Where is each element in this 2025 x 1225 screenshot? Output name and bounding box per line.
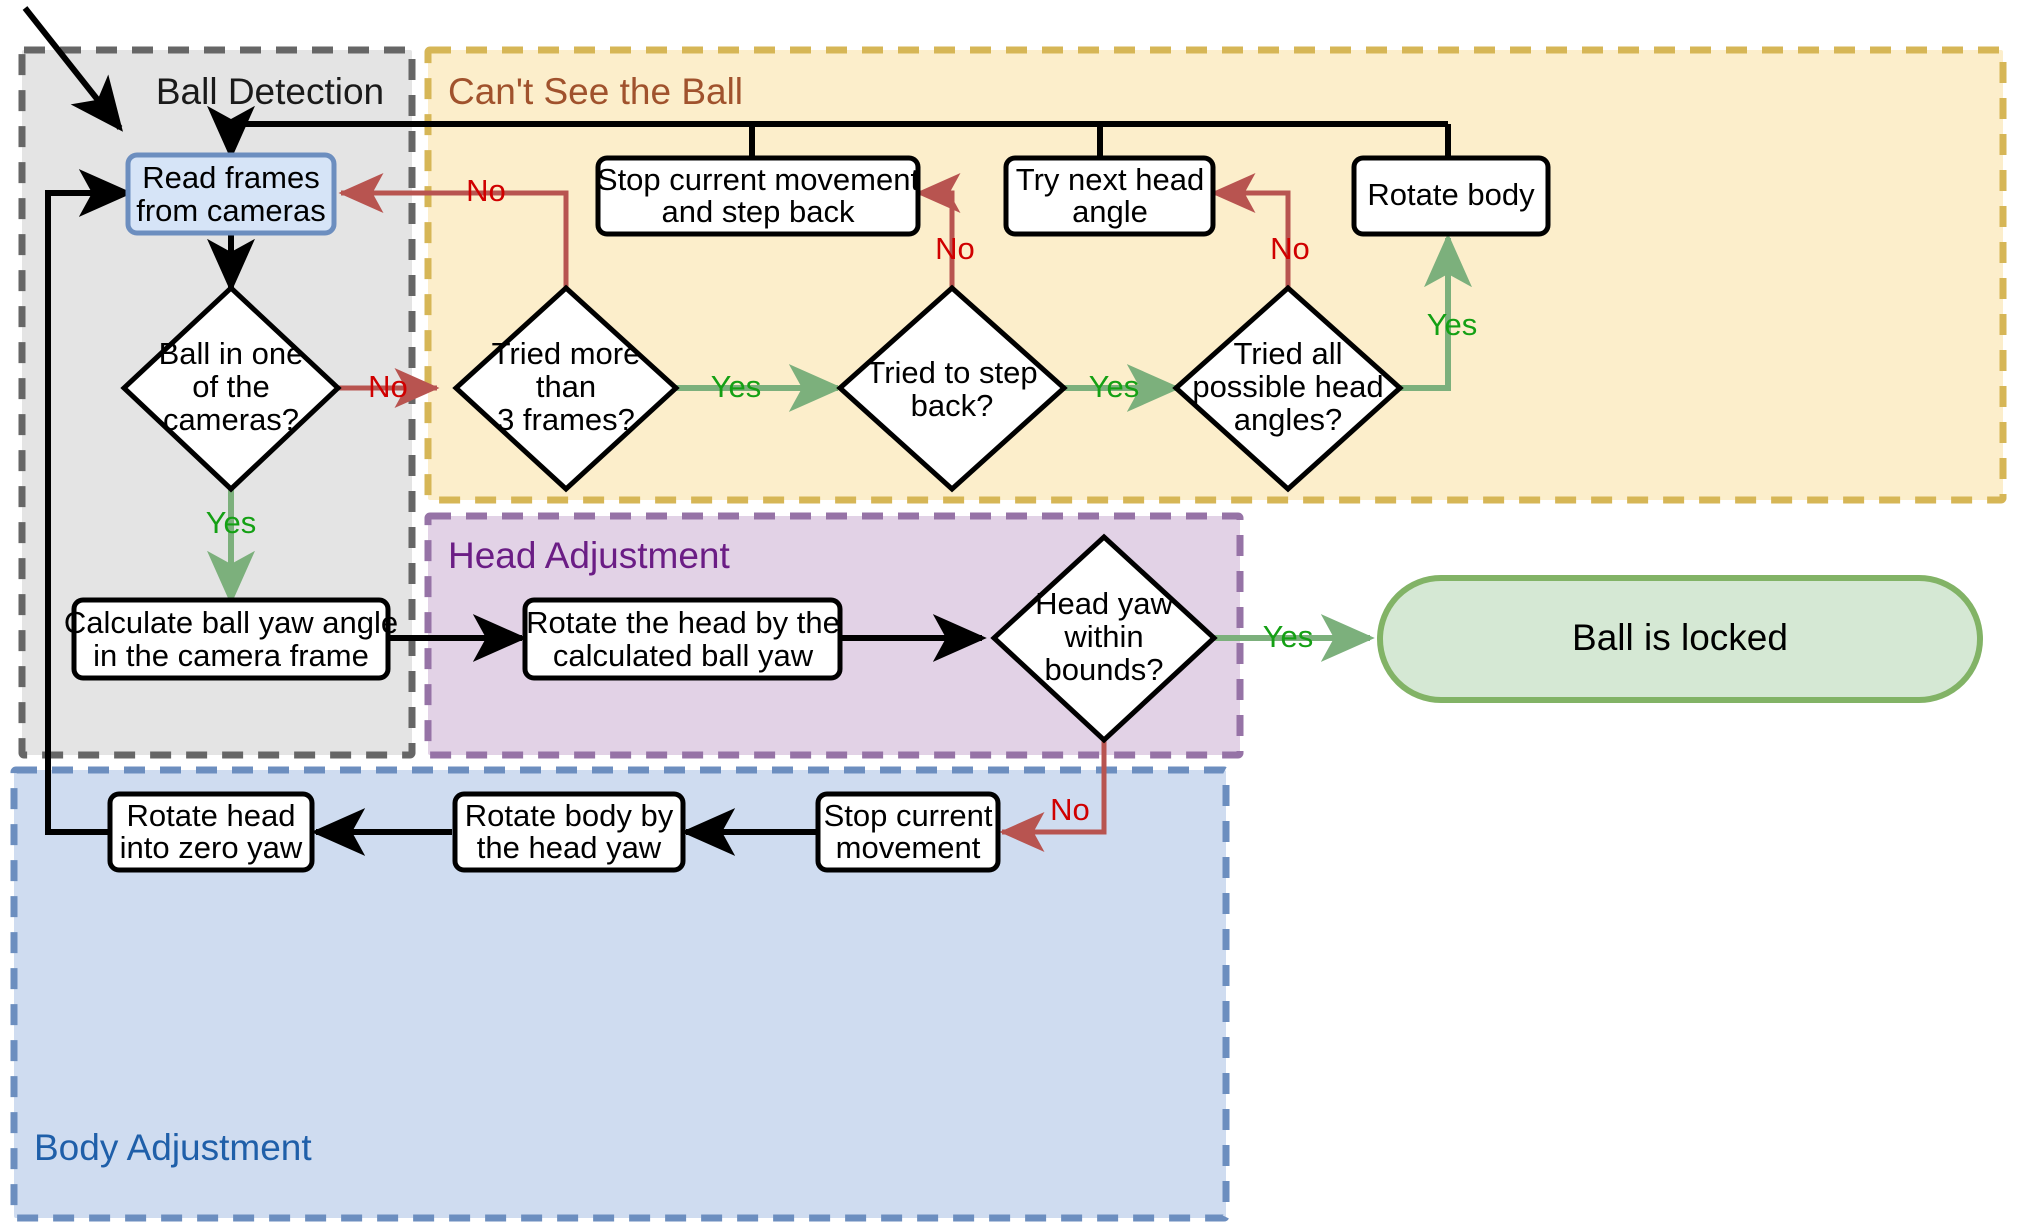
- node-label-tried-3-frames-line3: 3 frames?: [497, 402, 635, 437]
- node-stop-and-step-back[interactable]: Stop current movement and step back: [595, 155, 921, 237]
- node-label-rotate-head-zero-line1: Rotate head: [127, 798, 296, 833]
- node-label-tried-step-back-line2: back?: [911, 388, 994, 423]
- node-rotate-head-by-yaw[interactable]: Rotate the head by the calculated ball y…: [522, 597, 843, 681]
- node-label-calc-ball-yaw-line2: in the camera frame: [93, 638, 369, 673]
- node-label-rotate-head-zero-line2: into zero yaw: [120, 830, 303, 865]
- group-body-adjustment: Body Adjustment: [10, 766, 1230, 1222]
- group-label-body-adjustment: Body Adjustment: [34, 1127, 312, 1168]
- edge-tried-all-angles-no: [1210, 173, 1291, 288]
- node-label-ball-in-camera-line2: of the: [192, 369, 270, 404]
- edge-label-tried-3-frames-no: No: [466, 173, 506, 208]
- node-head-yaw-in-bounds[interactable]: Head yaw within bounds?: [990, 533, 1218, 744]
- node-shape-rotate-body: [1351, 155, 1551, 237]
- node-label-tried-all-angles-line1: Tried all: [1233, 336, 1342, 371]
- node-shape-calc-ball-yaw: [71, 597, 391, 681]
- node-label-tried-step-back-line1: Tried to step: [866, 355, 1037, 390]
- node-label-try-next-head-angle-line1: Try next head: [1016, 162, 1204, 197]
- node-shape-ball-in-camera: [120, 284, 342, 493]
- node-label-stop-and-step-back-line2: and step back: [661, 194, 855, 229]
- edge-label-ball-in-camera-yes: Yes: [206, 505, 257, 540]
- edge-label-ball-in-camera-no: No: [368, 369, 408, 404]
- node-shape-ball-is-locked: [1377, 575, 1983, 703]
- node-label-ball-is-locked: Ball is locked: [1572, 617, 1788, 658]
- node-rotate-head-zero[interactable]: Rotate head into zero yaw: [107, 791, 315, 873]
- edge-label-tried-3-frames-yes: Yes: [711, 369, 762, 404]
- node-label-head-yaw-in-bounds-line1: Head yaw: [1035, 586, 1173, 621]
- edge-tried-step-back-no: [915, 173, 961, 288]
- edge-label-tried-all-angles-yes: Yes: [1427, 307, 1478, 342]
- node-shape-rotate-head-by-yaw: [522, 597, 843, 681]
- node-rotate-body[interactable]: Rotate body: [1351, 155, 1551, 237]
- edge-tried-3-frames-no: [338, 173, 569, 288]
- node-tried-3-frames[interactable]: Tried more than 3 frames?: [452, 284, 680, 493]
- node-label-ball-in-camera-line1: Ball in one: [159, 336, 304, 371]
- node-stop-movement[interactable]: Stop current movement: [815, 791, 1001, 873]
- group-label-head-adjustment: Head Adjustment: [448, 535, 731, 576]
- node-label-rotate-head-by-yaw-line1: Rotate the head by the: [526, 605, 840, 640]
- group-cant-see-ball: Can't See the Ball: [424, 46, 2007, 504]
- node-label-tried-3-frames-line2: than: [536, 369, 596, 404]
- node-label-head-yaw-in-bounds-line3: bounds?: [1045, 652, 1164, 687]
- node-calc-ball-yaw[interactable]: Calculate ball yaw angle in the camera f…: [64, 597, 398, 681]
- node-tried-all-angles[interactable]: Tried all possible head angles?: [1172, 284, 1404, 493]
- edge-label-tried-all-angles-no: No: [1270, 231, 1310, 266]
- node-shape-try-next-head-angle: [1003, 155, 1216, 237]
- group-box-body-adjustment: [10, 766, 1230, 1222]
- node-label-try-next-head-angle-line2: angle: [1072, 194, 1148, 229]
- group-box-cant-see-ball: [424, 46, 2007, 504]
- edge-entry-arrow: [22, 6, 123, 132]
- edge-label-head-yaw-no: No: [1050, 792, 1090, 827]
- node-read-frames[interactable]: Read frames from cameras: [125, 152, 337, 236]
- node-label-tried-all-angles-line2: possible head: [1192, 369, 1383, 404]
- node-try-next-head-angle[interactable]: Try next head angle: [1003, 155, 1216, 237]
- edge-label-head-yaw-yes: Yes: [1263, 619, 1314, 654]
- node-rotate-body-by-yaw[interactable]: Rotate body by the head yaw: [452, 791, 686, 873]
- node-shape-tried-step-back: [836, 284, 1068, 493]
- node-label-tried-all-angles-line3: angles?: [1234, 402, 1343, 437]
- node-shape-tried-3-frames: [452, 284, 680, 493]
- node-label-read-frames-line2: from cameras: [136, 193, 325, 228]
- node-label-head-yaw-in-bounds-line2: within: [1063, 619, 1143, 654]
- node-ball-in-camera[interactable]: Ball in one of the cameras?: [120, 284, 342, 493]
- group-label-cant-see-ball: Can't See the Ball: [448, 71, 743, 112]
- edge-head-yaw-no: [999, 740, 1107, 852]
- node-label-stop-and-step-back-line1: Stop current movement: [597, 162, 920, 197]
- node-label-rotate-body: Rotate body: [1367, 177, 1535, 212]
- edge-label-tried-step-back-no: No: [935, 231, 975, 266]
- node-shape-stop-movement: [815, 791, 1001, 873]
- node-label-rotate-body-by-yaw-line2: the head yaw: [477, 830, 662, 865]
- node-shape-tried-all-angles: [1172, 284, 1404, 493]
- node-shape-stop-and-step-back: [595, 155, 921, 237]
- edge-rotate-head-zero-to-read-frames: [45, 169, 133, 835]
- node-label-stop-movement-line1: Stop current: [824, 798, 993, 833]
- node-label-read-frames-line1: Read frames: [142, 160, 319, 195]
- edge-label-tried-step-back-yes: Yes: [1089, 369, 1140, 404]
- node-label-calc-ball-yaw-line1: Calculate ball yaw angle: [64, 605, 398, 640]
- node-tried-step-back[interactable]: Tried to step back?: [836, 284, 1068, 493]
- node-label-ball-in-camera-line3: cameras?: [163, 402, 299, 437]
- node-shape-rotate-head-zero: [107, 791, 315, 873]
- node-ball-is-locked[interactable]: Ball is locked: [1377, 575, 1983, 703]
- node-shape-rotate-body-by-yaw: [452, 791, 686, 873]
- node-shape-read-frames: [125, 152, 337, 236]
- node-label-rotate-head-by-yaw-line2: calculated ball yaw: [553, 638, 814, 673]
- group-label-ball-detection: Ball Detection: [156, 71, 384, 112]
- node-label-rotate-body-by-yaw-line1: Rotate body by: [465, 798, 674, 833]
- edge-tried-all-angles-yes: [1400, 233, 1472, 391]
- node-shape-head-yaw-in-bounds: [990, 533, 1218, 744]
- node-label-stop-movement-line2: movement: [836, 830, 981, 865]
- node-label-tried-3-frames-line1: Tried more: [492, 336, 641, 371]
